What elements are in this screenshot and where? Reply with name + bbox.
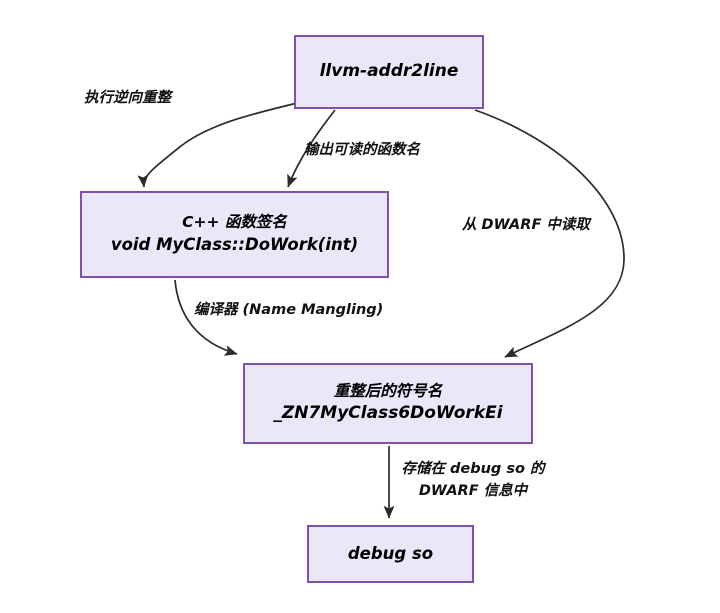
edge-label-stored-in-debug-so: 存储在 debug so 的 DWARF 信息中 xyxy=(398,458,548,503)
node-cpp-function-signature-value: void MyClass::DoWork(int) xyxy=(110,234,359,254)
edge-mangling-path xyxy=(174,279,238,356)
edge-readable-path xyxy=(287,109,336,188)
node-cpp-function-signature-title: C++ 函数签名 xyxy=(182,213,287,232)
edge-label-compiler-name-mangling: 编译器 (Name Mangling) xyxy=(194,302,384,318)
edge-demangle-path xyxy=(137,102,298,188)
node-debug-so-label: debug so xyxy=(347,543,434,563)
edge-label-stored-in-debug-so-line1: 存储在 debug so 的 xyxy=(401,461,545,477)
edge-label-read-from-dwarf: 从 DWARF 中读取 xyxy=(462,217,590,233)
node-cpp-function-signature[interactable]: C++ 函数签名 void MyClass::DoWork(int) xyxy=(80,191,389,278)
edge-label-demangle: 执行逆向重整 xyxy=(84,90,171,106)
edge-dwarf-path xyxy=(474,109,625,358)
edge-label-stored-in-debug-so-line2: DWARF 信息中 xyxy=(418,483,528,500)
node-llvm-addr2line[interactable]: llvm-addr2line xyxy=(294,35,484,109)
node-llvm-addr2line-label: llvm-addr2line xyxy=(319,61,459,82)
node-mangled-symbol-name-title: 重整后的符号名 xyxy=(333,382,443,401)
node-mangled-symbol-name-value: _ZN7MyClass6DoWorkEi xyxy=(273,403,503,424)
edge-label-readable-function-name: 输出可读的函数名 xyxy=(304,142,420,158)
node-debug-so[interactable]: debug so xyxy=(307,525,474,583)
node-mangled-symbol-name[interactable]: 重整后的符号名 _ZN7MyClass6DoWorkEi xyxy=(243,363,533,444)
